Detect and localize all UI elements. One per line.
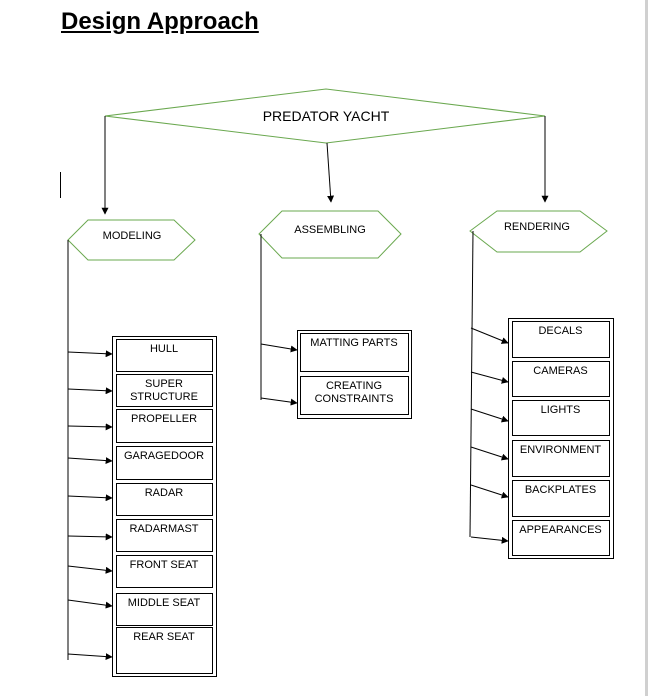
- modeling-item-box: [116, 627, 213, 674]
- modeling-item-label: GARAGEDOOR: [123, 450, 205, 462]
- rendering-label: RENDERING: [503, 221, 570, 233]
- modeling-item-box: [116, 374, 213, 407]
- modeling-item-label: HULL: [149, 343, 179, 355]
- assembling-item-arrow: [260, 343, 298, 353]
- rendering-item-label: LIGHTS: [540, 404, 581, 416]
- page-title: Design Approach: [61, 8, 259, 35]
- modeling-item-arrow: [67, 423, 113, 431]
- modeling-hexagon-shape: [67, 219, 196, 261]
- assembling-label: ASSEMBLING: [294, 224, 366, 236]
- rendering-hexagon-shape: [469, 210, 608, 253]
- page-edge: [645, 0, 648, 696]
- assembling-item-label: MATTING PARTS: [310, 337, 398, 349]
- assembling-item-box: [300, 333, 409, 372]
- rendering-item-arrow: [470, 327, 509, 344]
- modeling-item-arrow: [67, 494, 113, 502]
- rendering-group-frame: [508, 318, 614, 559]
- modeling-item-label: REAR SEAT: [133, 631, 195, 643]
- rendering-item-box: [512, 321, 610, 358]
- modeling-label: MODELING: [102, 230, 162, 242]
- rendering-item-label: BACKPLATES: [524, 484, 597, 496]
- root-label: PREDATOR YACHT: [262, 108, 390, 124]
- assembling-item-box: [300, 376, 409, 415]
- modeling-item-box: [116, 339, 213, 372]
- rendering-item-arrow: [470, 371, 509, 384]
- modeling-item-arrow: [67, 457, 113, 465]
- modeling-item-label: PROPELLER: [130, 413, 198, 425]
- modeling-item-box: [116, 409, 213, 443]
- rendering-spine-line: [469, 230, 474, 538]
- modeling-item-label: SUPER STRUCTURE: [130, 378, 198, 403]
- rendering-item-arrow: [470, 536, 509, 544]
- modeling-item-box: [116, 519, 213, 552]
- rendering-item-box: [512, 361, 610, 397]
- assembling-hexagon-shape: [258, 210, 402, 259]
- rendering-item-label: DECALS: [538, 325, 583, 337]
- modeling-item-label: FRONT SEAT: [129, 559, 199, 571]
- rendering-item-box: [512, 400, 610, 436]
- modeling-item-box: [116, 555, 213, 588]
- assembling-item-label: CREATING CONSTRAINTS: [314, 380, 394, 405]
- rendering-item-arrow: [470, 408, 509, 423]
- modeling-item-arrow: [67, 533, 113, 541]
- modeling-item-box: [116, 593, 213, 626]
- assembling-item-arrow: [260, 397, 298, 406]
- root-to-assembling-arrow: [326, 142, 335, 203]
- rendering-item-label: APPEARANCES: [519, 524, 602, 536]
- modeling-group-frame: [112, 336, 217, 677]
- rendering-item-arrow: [470, 484, 509, 499]
- modeling-item-arrow: [67, 653, 113, 661]
- modeling-item-arrow: [67, 387, 113, 395]
- modeling-item-arrow: [67, 599, 113, 609]
- modeling-item-box: [116, 446, 213, 480]
- rendering-item-arrow: [470, 446, 509, 461]
- rendering-item-label: ENVIRONMENT: [519, 444, 602, 456]
- modeling-item-arrow: [67, 565, 113, 574]
- modeling-item-label: MIDDLE SEAT: [127, 597, 201, 609]
- modeling-item-box: [116, 483, 213, 516]
- rendering-item-box: [512, 480, 610, 517]
- rendering-item-label: CAMERAS: [533, 365, 588, 377]
- modeling-item-label: RADARMAST: [129, 523, 199, 535]
- text-cursor: [60, 172, 61, 198]
- assembling-group-frame: [297, 330, 412, 419]
- modeling-item-arrow: [67, 350, 113, 358]
- modeling-item-label: RADAR: [144, 487, 184, 499]
- rendering-item-box: [512, 520, 610, 556]
- rendering-item-box: [512, 440, 610, 477]
